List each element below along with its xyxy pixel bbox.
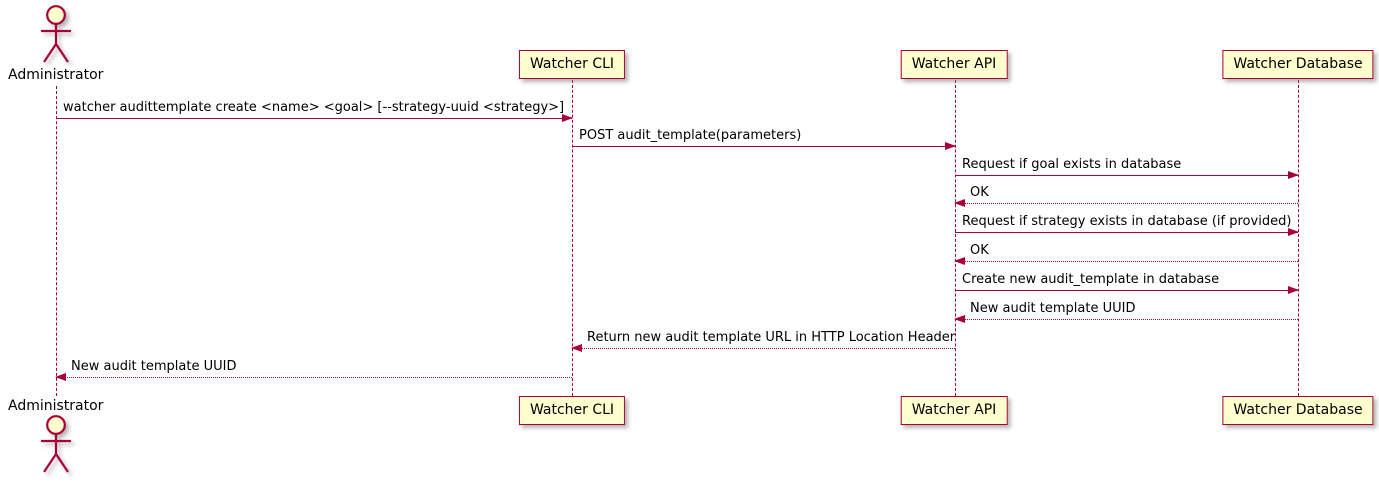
participant-label: Watcher API <box>911 402 997 418</box>
participant-watcher-api-bottom: Watcher API <box>900 396 1008 425</box>
participant-label: Watcher Database <box>1233 56 1363 72</box>
arrowhead-left-icon <box>55 373 66 381</box>
arrowhead-left-icon <box>571 344 582 352</box>
participant-label: Watcher CLI <box>529 402 615 418</box>
participant-watcher-database-top: Watcher Database <box>1222 50 1374 79</box>
message-line <box>954 315 1298 323</box>
message-text: POST audit_template(parameters) <box>579 128 802 143</box>
participant-watcher-api-top: Watcher API <box>900 50 1008 79</box>
message-line <box>55 373 572 381</box>
message-text: New audit template UUID <box>970 301 1136 316</box>
message-create-audit-template-db: Create new audit_template in database <box>955 272 1299 294</box>
arrowhead-right-icon <box>1288 171 1299 179</box>
arrowhead-right-icon <box>1288 286 1299 294</box>
message-text: OK <box>970 243 989 258</box>
participant-label: Watcher CLI <box>529 56 615 72</box>
message-return-url-location-header: Return new audit template URL in HTTP Lo… <box>571 330 956 352</box>
message-text: OK <box>970 185 989 200</box>
message-new-uuid-to-admin: New audit template UUID <box>55 359 572 381</box>
arrowhead-right-icon <box>562 114 573 122</box>
participant-watcher-database-bottom: Watcher Database <box>1222 396 1374 425</box>
message-text: Request if goal exists in database <box>962 157 1182 172</box>
arrowhead-right-icon <box>1288 228 1299 236</box>
lifeline-watcher-api <box>955 80 956 396</box>
message-line <box>954 199 1298 207</box>
message-line <box>955 171 1299 179</box>
arrowhead-left-icon <box>954 315 965 323</box>
message-new-uuid-from-db: New audit template UUID <box>954 301 1298 323</box>
message-strategy-ok: OK <box>954 243 1298 265</box>
actor-icon <box>41 415 71 473</box>
message-line <box>955 286 1299 294</box>
message-line <box>954 257 1298 265</box>
arrowhead-right-icon <box>945 142 956 150</box>
participant-label: Watcher API <box>911 56 997 72</box>
participant-watcher-cli-top: Watcher CLI <box>518 50 626 79</box>
message-text: Request if strategy exists in database (… <box>962 214 1292 229</box>
arrowhead-left-icon <box>954 199 965 207</box>
message-line <box>955 228 1299 236</box>
arrowhead-left-icon <box>954 257 965 265</box>
message-text: New audit template UUID <box>71 359 237 374</box>
actor-label-bottom: Administrator <box>8 398 104 414</box>
message-text: Create new audit_template in database <box>962 272 1220 287</box>
lifeline-administrator <box>56 86 57 396</box>
actor-label-top: Administrator <box>8 67 104 83</box>
message-request-goal-exists: Request if goal exists in database <box>955 157 1299 179</box>
message-line <box>572 142 956 150</box>
message-goal-ok: OK <box>954 185 1298 207</box>
message-text: watcher audittemplate create <name> <goa… <box>63 100 565 115</box>
message-request-strategy-exists: Request if strategy exists in database (… <box>955 214 1299 236</box>
participant-watcher-cli-bottom: Watcher CLI <box>518 396 626 425</box>
lifeline-watcher-cli <box>572 80 573 396</box>
participant-label: Watcher Database <box>1233 402 1363 418</box>
lifeline-watcher-database <box>1298 80 1299 396</box>
message-cli-create-command: watcher audittemplate create <name> <goa… <box>56 100 573 122</box>
message-line <box>571 344 955 352</box>
message-line <box>56 114 573 122</box>
message-text: Return new audit template URL in HTTP Lo… <box>587 330 956 345</box>
actor-icon <box>41 5 71 63</box>
message-post-audit-template: POST audit_template(parameters) <box>572 128 956 150</box>
